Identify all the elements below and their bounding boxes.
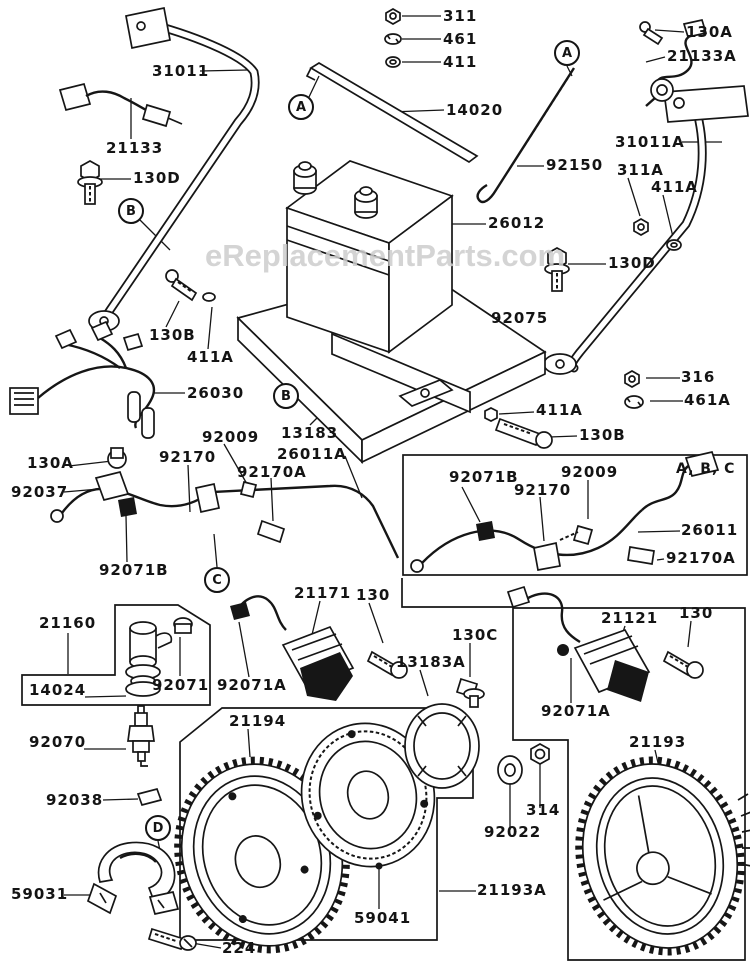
part-label-92071A: 92071A [217, 676, 287, 694]
wire-21133A [645, 19, 708, 107]
callout-C-4: C [204, 567, 230, 593]
part-label-13183A: 13183A [396, 653, 466, 671]
part-label-316: 316 [681, 368, 716, 386]
part-label-21171: 21171 [294, 584, 352, 602]
part-label-26011: 26011 [681, 521, 739, 539]
washer-92022 [497, 755, 523, 785]
part-label-92038: 92038 [46, 791, 104, 809]
battery-26012 [285, 160, 454, 354]
watermark-text: eReplacementParts.com [205, 238, 566, 273]
part-label-21193A: 21193A [477, 881, 547, 899]
part-label-92071B: 92071B [449, 468, 519, 486]
inset-box-harness [402, 450, 748, 576]
part-label-130D: 130D [608, 254, 656, 272]
callout-B-2: B [118, 198, 144, 224]
connection-note: A, B, C [676, 461, 736, 477]
part-label-26030: 26030 [187, 384, 245, 402]
part-label-92071A: 92071A [541, 702, 611, 720]
rod-14020 [305, 62, 479, 164]
part-label-92170A: 92170A [666, 549, 736, 567]
part-label-59041: 59041 [354, 909, 412, 927]
part-label-21193: 21193 [629, 733, 687, 751]
part-label-14024: 14024 [29, 681, 87, 699]
part-label-21194: 21194 [229, 712, 287, 730]
right-box-21193 [506, 585, 750, 961]
part-label-130: 130 [356, 586, 391, 604]
nut-314 [530, 743, 550, 765]
part-label-92170: 92170 [514, 481, 572, 499]
harness-26030 [9, 320, 156, 439]
coil-box-21160 [21, 604, 211, 706]
part-label-224: 224 [222, 939, 257, 957]
part-label-31011: 31011 [152, 62, 210, 80]
frame-31011A [543, 85, 749, 375]
part-label-92071: 92071 [152, 676, 210, 694]
region-line [401, 578, 513, 608]
fastener-icons [77, 8, 682, 449]
part-label-130B: 130B [579, 426, 626, 444]
part-label-92009: 92009 [561, 463, 619, 481]
ring-13183A [404, 677, 485, 789]
callout-A-0: A [288, 94, 314, 120]
part-label-411: 411 [443, 53, 478, 71]
part-label-461: 461 [443, 30, 478, 48]
part-label-311A: 311A [617, 161, 664, 179]
part-label-130A: 130A [686, 23, 733, 41]
part-label-13183: 13183 [281, 424, 339, 442]
screw-224 [147, 927, 197, 951]
part-label-130C: 130C [452, 626, 499, 644]
part-label-130A: 130A [27, 454, 74, 472]
part-label-21133: 21133 [106, 139, 164, 157]
callout-A-1: A [554, 40, 580, 66]
part-label-21160: 21160 [39, 614, 97, 632]
part-label-130: 130 [679, 604, 714, 622]
part-label-311: 311 [443, 7, 478, 25]
part-label-59031: 59031 [11, 885, 69, 903]
part-label-21133A: 21133A [667, 47, 737, 65]
wire-26011A [50, 447, 400, 559]
callout-D-5: D [145, 815, 171, 841]
part-label-461A: 461A [684, 391, 731, 409]
wire-21133 [58, 82, 183, 128]
part-label-21121: 21121 [601, 609, 659, 627]
part-label-92071B: 92071B [99, 561, 169, 579]
part-label-92170: 92170 [159, 448, 217, 466]
coil-59031 [86, 841, 180, 915]
part-label-314: 314 [526, 801, 561, 819]
part-label-92037: 92037 [11, 483, 69, 501]
part-label-92170A: 92170A [237, 463, 307, 481]
part-label-130B: 130B [149, 326, 196, 344]
part-label-92070: 92070 [29, 733, 87, 751]
part-label-31011A: 31011A [615, 133, 685, 151]
woodruff-key-92038 [136, 787, 163, 807]
callout-B-3: B [273, 383, 299, 409]
part-label-26011A: 26011A [277, 445, 347, 463]
part-label-26012: 26012 [488, 214, 546, 232]
part-label-130D: 130D [133, 169, 181, 187]
part-label-92075: 92075 [491, 309, 549, 327]
part-label-92022: 92022 [484, 823, 542, 841]
coil-21171 [230, 595, 408, 701]
part-label-411A: 411A [187, 348, 234, 366]
jbolt-92150 [476, 67, 576, 204]
part-label-92150: 92150 [546, 156, 604, 174]
part-label-14020: 14020 [446, 101, 504, 119]
part-label-411A: 411A [651, 178, 698, 196]
part-label-92009: 92009 [202, 428, 260, 446]
spark-plug-92070 [127, 705, 155, 767]
part-label-411A: 411A [536, 401, 583, 419]
